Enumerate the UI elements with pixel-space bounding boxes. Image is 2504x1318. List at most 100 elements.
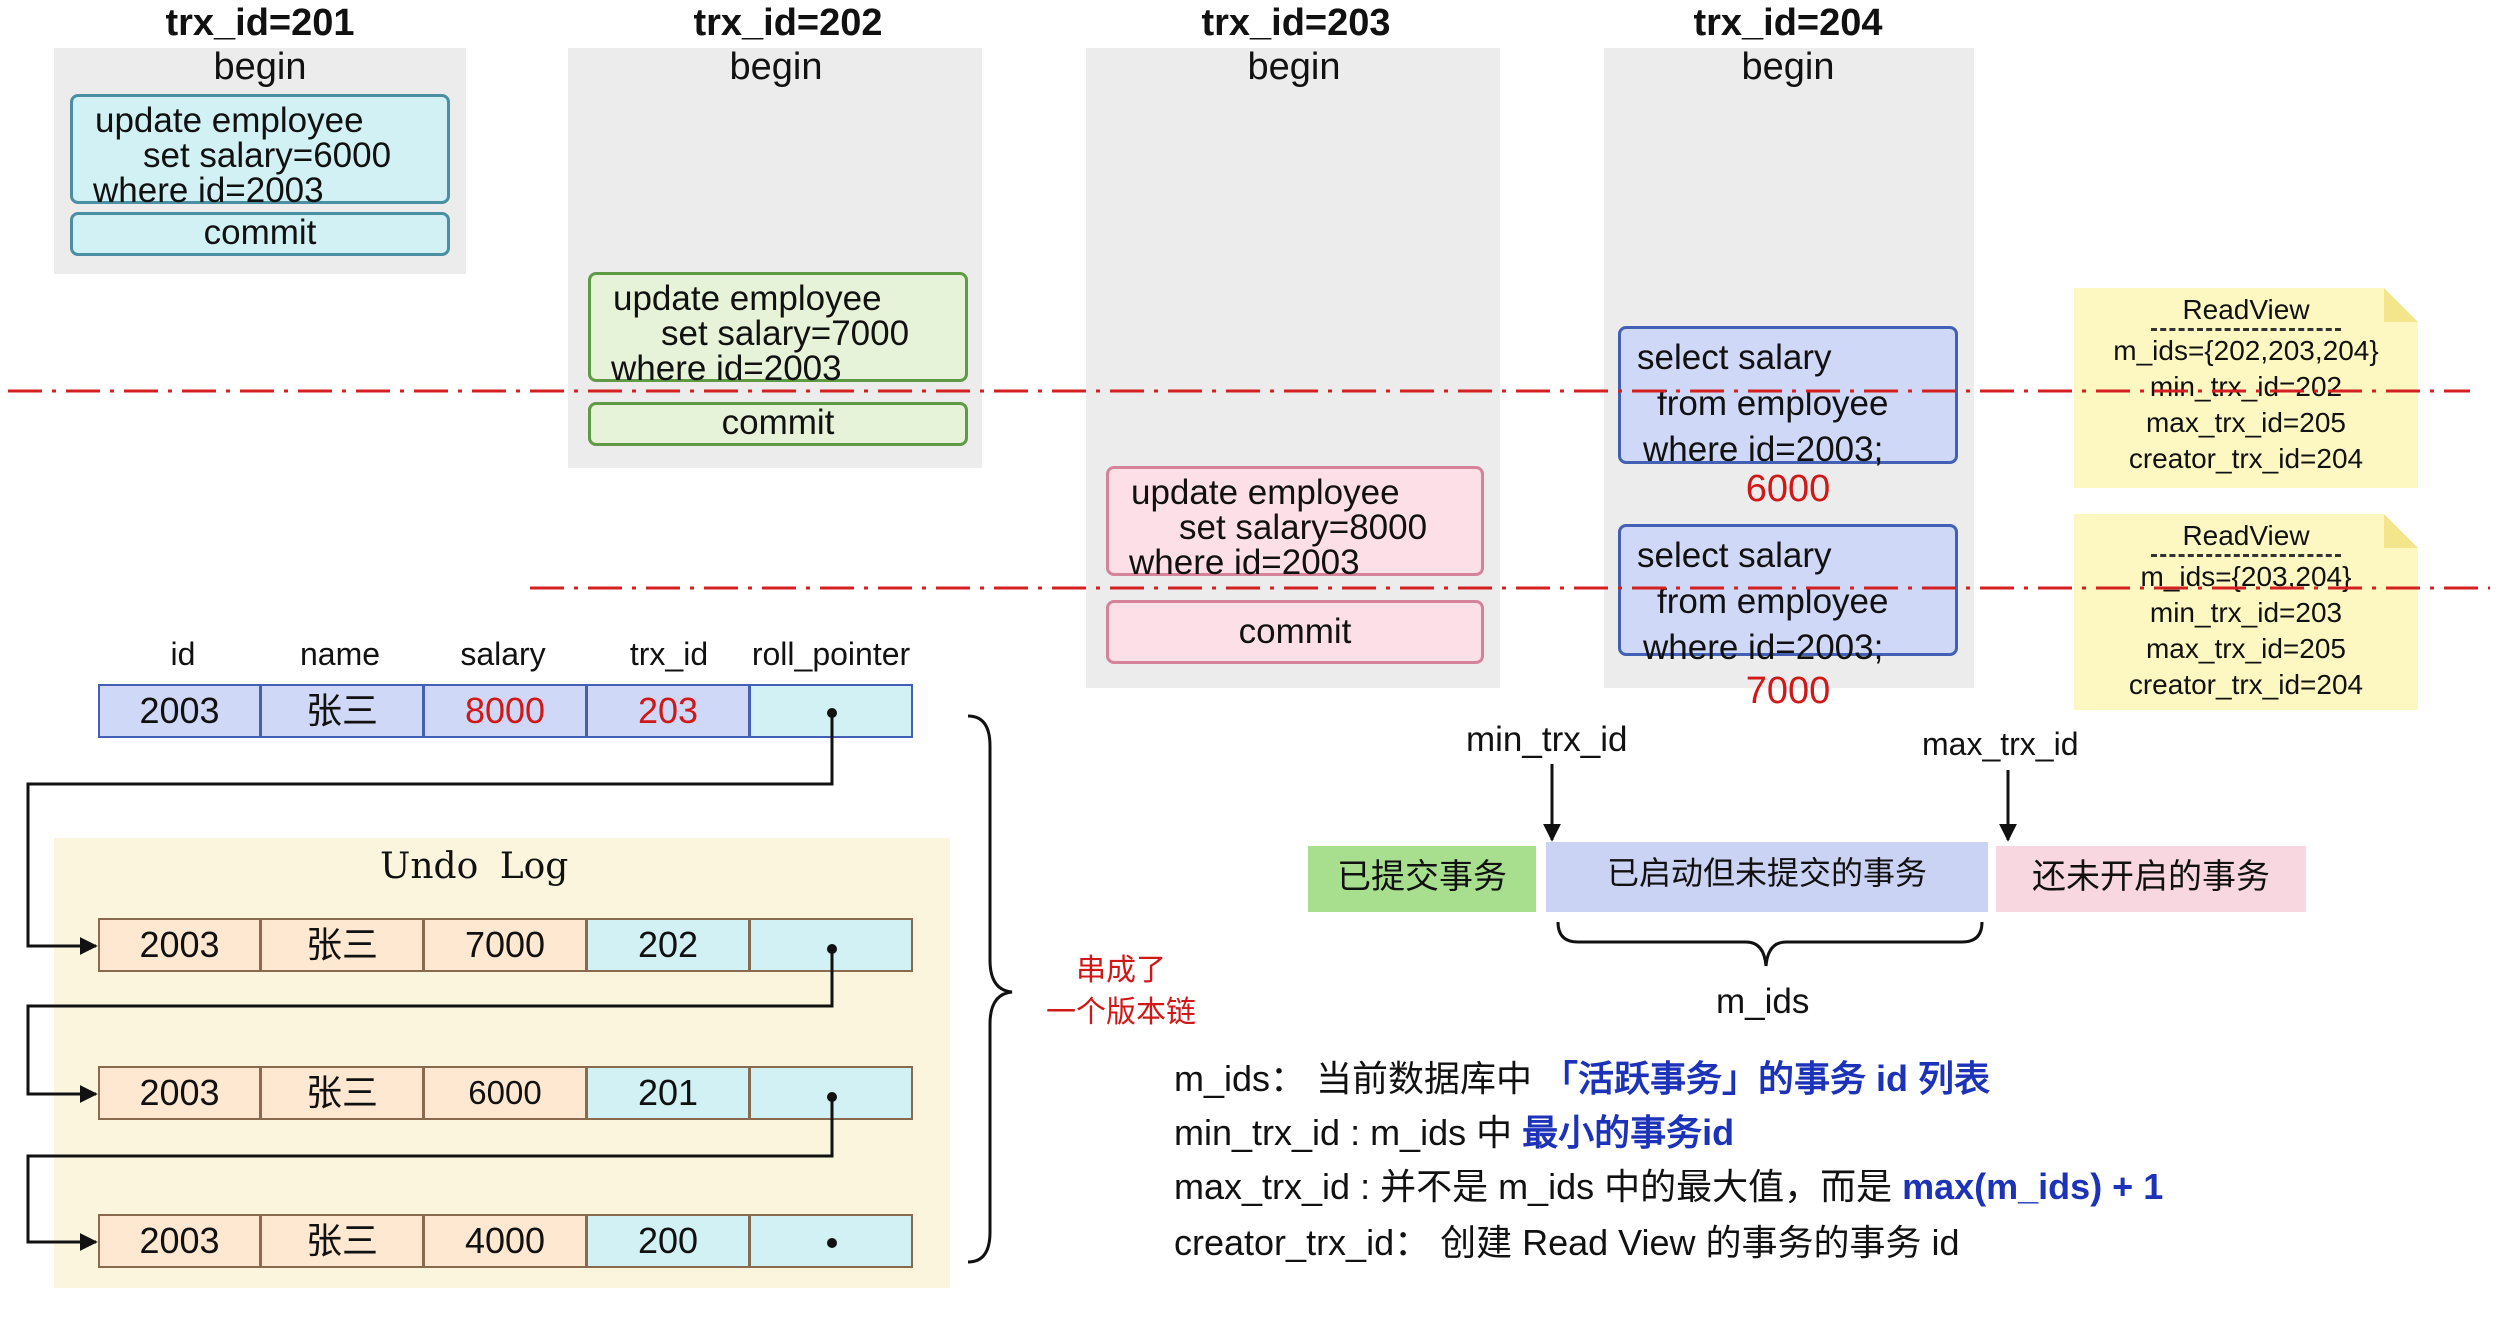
- cell-name: 张三: [261, 918, 424, 972]
- cell-roll-pointer: [750, 1066, 913, 1120]
- cell-id: 2003: [98, 684, 261, 738]
- commit-202: commit: [588, 402, 968, 446]
- current-row: 2003 张三 8000 203: [98, 684, 913, 738]
- trx-202-begin: begin: [729, 46, 823, 88]
- chain-note-line2: 一个版本链: [1046, 995, 1196, 1030]
- trx-201-begin: begin: [213, 46, 307, 88]
- update-statement-202: update employee set salary=7000 where id…: [588, 272, 968, 386]
- cell-name: 张三: [261, 684, 424, 738]
- explanation-max-trx-id: max_trx_id : 并不是 m_ids 中的最大值，而是 max(m_id…: [1174, 1158, 2163, 1210]
- readview-title: ReadView: [2182, 294, 2310, 325]
- select-line2: from employee: [1657, 582, 1889, 621]
- m-ids-brace: [1556, 921, 1984, 967]
- explanation-highlight: 最小的事务id: [1522, 1112, 1735, 1153]
- trx-204-begin: begin: [1741, 46, 1835, 88]
- readview-mids: m_ids={202,203,204}: [2113, 335, 2379, 366]
- cell-roll-pointer: [750, 684, 913, 738]
- trx-201-header: trx_id=201: [165, 2, 355, 44]
- commit-203: commit: [1106, 600, 1484, 664]
- explanation-text: m_ids： 当前数据库中: [1174, 1058, 1543, 1099]
- cell-trx-id: 201: [587, 1066, 750, 1120]
- col-header-salary: salary: [460, 636, 546, 672]
- update-line1: update employee: [95, 101, 364, 140]
- cell-roll-pointer: [750, 1214, 913, 1268]
- select-line3: where id=2003;: [1643, 430, 1884, 469]
- select-result-2: 7000: [1745, 670, 1831, 712]
- readview-note-1: ReadView m_ids={202,203,204} min_trx_id=…: [2074, 288, 2418, 488]
- cell-salary: 8000: [424, 684, 587, 738]
- readview-max: max_trx_id=205: [2145, 407, 2346, 438]
- explanation-highlight: 「活跃事务」的事务 id 列表: [1542, 1058, 1991, 1099]
- trx-202-header: trx_id=202: [693, 2, 883, 44]
- chain-note: 串成了 一个版本链: [1036, 950, 1206, 1034]
- update-line2: set salary=7000: [661, 314, 910, 353]
- trx-204-header: trx_id=204: [1693, 2, 1883, 44]
- update-statement-201: update employee set salary=6000 where id…: [70, 94, 450, 208]
- col-header-id: id: [170, 636, 196, 672]
- explanation-min-trx-id: min_trx_id : m_ids 中 最小的事务id: [1174, 1104, 1734, 1156]
- col-header-trx-id: trx_id: [629, 636, 709, 672]
- trx-203-begin: begin: [1247, 46, 1341, 88]
- select-line1: select salary: [1637, 536, 1832, 575]
- readview-title: ReadView: [2182, 520, 2310, 551]
- readview-creator: creator_trx_id=204: [2128, 443, 2364, 474]
- explanation-highlight: max(m_ids) + 1: [1902, 1166, 2164, 1207]
- update-line2: set salary=8000: [1179, 508, 1428, 547]
- undo-row: 2003 张三 6000 201: [98, 1066, 913, 1120]
- cell-name: 张三: [261, 1214, 424, 1268]
- readview-note-2: ReadView m_ids={203,204} min_trx_id=203 …: [2074, 514, 2418, 710]
- readview-min: min_trx_id=203: [2149, 597, 2343, 628]
- explanation-text: min_trx_id : m_ids 中: [1174, 1112, 1523, 1153]
- chain-note-line1: 串成了: [1076, 953, 1166, 988]
- undo-log-title: Undo Log: [380, 846, 569, 887]
- update-line3: where id=2003: [611, 349, 842, 388]
- explanation-m-ids: m_ids： 当前数据库中 「活跃事务」的事务 id 列表: [1174, 1050, 1990, 1102]
- select-statement-2: select salary from employee where id=200…: [1618, 524, 1958, 667]
- cell-id: 2003: [98, 918, 261, 972]
- undo-row: 2003 张三 7000 202: [98, 918, 913, 972]
- update-line3: where id=2003: [1129, 543, 1360, 582]
- update-line1: update employee: [613, 279, 882, 318]
- select-line3: where id=2003;: [1643, 628, 1884, 667]
- col-header-name: name: [299, 636, 381, 672]
- cell-trx-id: 200: [587, 1214, 750, 1268]
- select-line1: select salary: [1637, 338, 1832, 377]
- select-line2: from employee: [1657, 384, 1889, 423]
- commit-201: commit: [70, 212, 450, 256]
- cell-trx-id: 203: [587, 684, 750, 738]
- committed-range: 已提交事务: [1308, 846, 1536, 912]
- explanation-text: max_trx_id : 并不是 m_ids 中的最大值，而是: [1174, 1166, 1903, 1207]
- cell-trx-id: 202: [587, 918, 750, 972]
- select-statement-1: select salary from employee where id=200…: [1618, 326, 1958, 469]
- cell-id: 2003: [98, 1066, 261, 1120]
- update-line1: update employee: [1131, 473, 1400, 512]
- update-line3: where id=2003: [93, 171, 324, 210]
- undo-row: 2003 张三 4000 200: [98, 1214, 913, 1268]
- update-line2: set salary=6000: [143, 136, 392, 175]
- active-range: 已启动但未提交的事务: [1546, 842, 1988, 912]
- note-fold-icon: [2384, 288, 2418, 322]
- cell-salary: 4000: [424, 1214, 587, 1268]
- version-chain-brace: [967, 714, 1013, 1264]
- readview-creator: creator_trx_id=204: [2128, 669, 2364, 700]
- select-result-1: 6000: [1745, 468, 1831, 510]
- readview-min: min_trx_id=202: [2149, 371, 2343, 402]
- cell-salary: 7000: [424, 918, 587, 972]
- cell-salary: 6000: [424, 1066, 587, 1120]
- readview-divider: [2151, 554, 2341, 557]
- col-header-roll-pointer: roll_pointer: [751, 636, 911, 672]
- explanation-creator-trx-id: creator_trx_id： 创建 Read View 的事务的事务 id: [1174, 1222, 1960, 1263]
- readview-max: max_trx_id=205: [2145, 633, 2346, 664]
- trx-203-column: [1086, 48, 1500, 688]
- not-started-range: 还未开启的事务: [1996, 846, 2306, 912]
- readview-divider: [2151, 328, 2341, 331]
- cell-id: 2003: [98, 1214, 261, 1268]
- min-trx-id-label: min_trx_id: [1466, 720, 1628, 759]
- trx-202-column: [568, 48, 982, 468]
- cell-name: 张三: [261, 1066, 424, 1120]
- trx-203-header: trx_id=203: [1201, 2, 1391, 44]
- note-fold-icon: [2384, 514, 2418, 548]
- max-trx-id-label: max_trx_id: [1922, 726, 2079, 762]
- m-ids-label: m_ids: [1716, 982, 1810, 1021]
- cell-roll-pointer: [750, 918, 913, 972]
